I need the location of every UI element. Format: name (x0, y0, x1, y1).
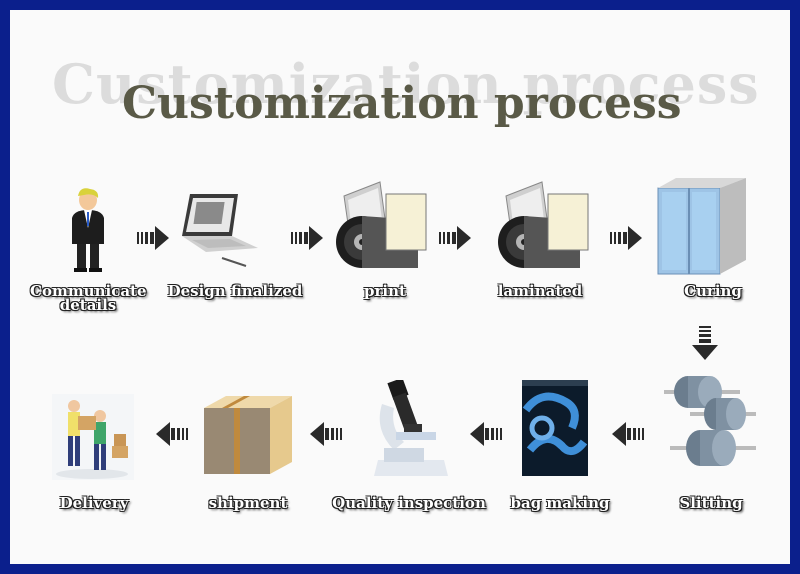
print-roll-icon (336, 181, 427, 268)
page-title: Customization process (122, 78, 682, 129)
arrow-right-icon (291, 226, 323, 250)
step-label-communicate: Communicate details (30, 282, 147, 314)
step-label-slitting: Slitting (679, 494, 743, 512)
title-watermark: Customization process (52, 52, 760, 116)
arrow-down-icon (692, 326, 718, 360)
arrow-left-icon (156, 422, 188, 446)
step-label-curing: Curing (684, 282, 742, 300)
bag-icon (522, 380, 588, 476)
box-icon (204, 396, 292, 474)
step-label-bag-making: bag making (510, 494, 610, 512)
arrow-left-icon (470, 422, 502, 446)
arrow-left-icon (612, 422, 644, 446)
arrow-right-icon (439, 226, 471, 250)
delivery-icon (52, 394, 134, 480)
step-label-quality: Quality inspection (332, 494, 486, 512)
step-label-print: print (364, 282, 406, 300)
step-label-laminated: laminated (497, 282, 583, 300)
step-label-delivery: Delivery (59, 494, 129, 512)
arrow-right-icon (137, 226, 169, 250)
person-icon (72, 188, 104, 272)
step-label-shipment: shipment (208, 494, 288, 512)
step-label-design: Design finalized (167, 282, 303, 300)
slitting-rollers-icon (664, 376, 756, 466)
arrow-left-icon (310, 422, 342, 446)
lamination-roll-icon (498, 181, 589, 268)
curing-chamber-icon (657, 178, 746, 275)
arrow-right-icon (610, 226, 642, 250)
microscope-icon (374, 380, 448, 476)
laptop-icon (182, 194, 258, 267)
